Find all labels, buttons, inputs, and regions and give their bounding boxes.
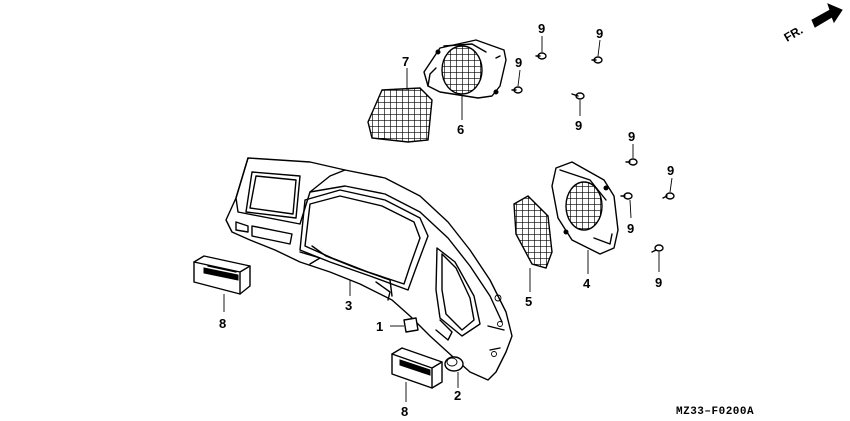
diagram-code: MZ33–F0200A bbox=[676, 406, 754, 418]
speaker-grille-part-5 bbox=[513, 195, 553, 269]
label-5: 5 bbox=[525, 294, 532, 309]
pad-part-1 bbox=[403, 317, 419, 333]
label-7: 7 bbox=[402, 54, 409, 69]
screw-icon bbox=[651, 244, 664, 253]
label-3: 3 bbox=[345, 298, 352, 313]
speaker-part-6 bbox=[423, 39, 507, 99]
screw-icon bbox=[625, 158, 638, 166]
label-9-g: 9 bbox=[627, 221, 634, 236]
front-arrow-icon bbox=[811, 3, 843, 28]
leader-lines bbox=[223, 36, 673, 402]
label-9-f: 9 bbox=[667, 163, 674, 178]
label-9-c: 9 bbox=[515, 55, 522, 70]
label-4: 4 bbox=[583, 276, 591, 291]
label-9-b: 9 bbox=[596, 26, 603, 41]
screw-icon bbox=[571, 92, 585, 100]
screws-part-9 bbox=[511, 52, 675, 253]
screw-icon bbox=[591, 56, 603, 64]
label-9-h: 9 bbox=[655, 275, 662, 290]
label-9-d: 9 bbox=[575, 118, 582, 133]
knob-part-2 bbox=[444, 356, 464, 372]
meter-panel-part-3 bbox=[225, 157, 513, 381]
label-9-a: 9 bbox=[538, 21, 545, 36]
air-vent-part-8-bottom bbox=[391, 347, 443, 389]
screw-icon bbox=[535, 52, 547, 60]
label-8-bottom: 8 bbox=[401, 404, 408, 419]
label-8-left: 8 bbox=[219, 316, 226, 331]
front-direction-marker: FR. bbox=[782, 3, 843, 45]
screw-icon bbox=[620, 192, 633, 200]
label-2: 2 bbox=[454, 388, 461, 403]
label-1: 1 bbox=[376, 319, 383, 334]
speaker-grille-part-7 bbox=[367, 87, 433, 143]
air-vent-part-8-left bbox=[193, 255, 251, 295]
label-9-e: 9 bbox=[628, 129, 635, 144]
screw-icon bbox=[511, 86, 523, 94]
screw-icon bbox=[662, 192, 675, 200]
label-6: 6 bbox=[457, 122, 464, 137]
callout-labels: 7 6 3 5 4 8 8 2 1 9 9 9 9 9 9 9 9 bbox=[219, 21, 674, 419]
front-marker-text: FR. bbox=[782, 23, 806, 45]
speaker-part-4 bbox=[551, 161, 619, 255]
